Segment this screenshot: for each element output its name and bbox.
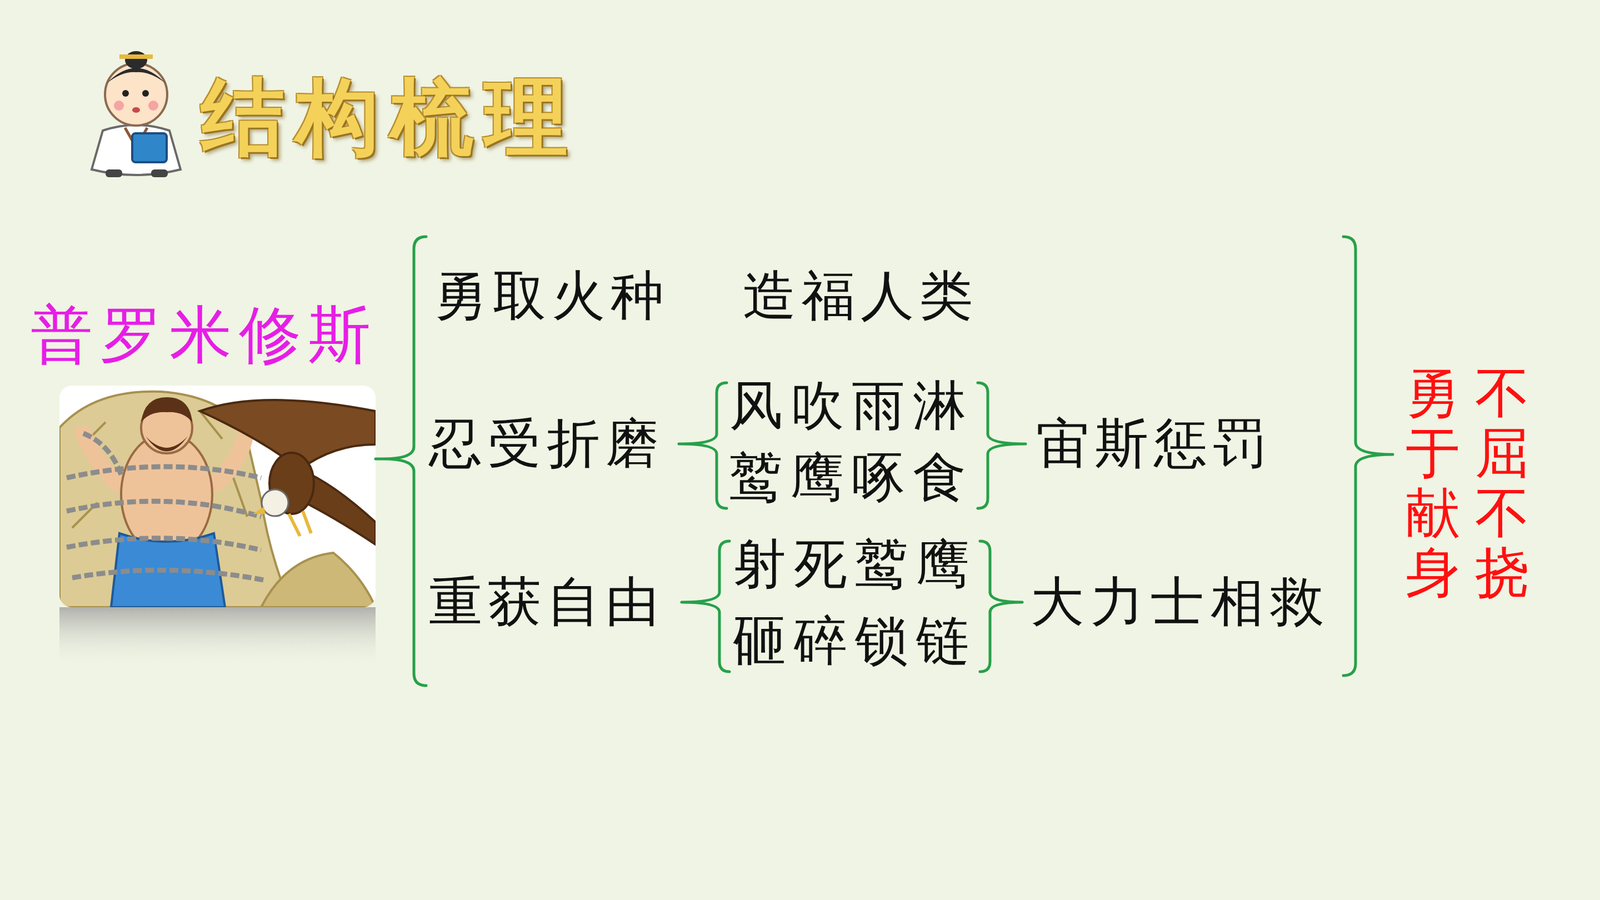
brace-left-small [678, 382, 727, 509]
detail-label: 砸碎锁链 [732, 608, 978, 673]
branch-label: 忍受折磨 [428, 411, 665, 476]
detail-label: 鹫鹰啄食 [729, 445, 974, 510]
detail-label: 射死鹫鹰 [732, 532, 978, 597]
prometheus-illustration [59, 385, 376, 669]
brace-left-main [375, 236, 427, 686]
quality-label: 不屈不挠 [1475, 363, 1530, 603]
reader-icon [91, 51, 181, 178]
brace-left-small [681, 541, 730, 672]
branch-label: 造福人类 [742, 263, 979, 328]
slide-title: 结构梳理 [201, 67, 579, 168]
quality-label: 勇于献身 [1405, 363, 1460, 603]
subject-name: 普罗米修斯 [30, 297, 378, 372]
cause-label: 大力士相救 [1030, 570, 1331, 634]
brace-right-small [977, 382, 1026, 509]
branch-label: 勇取火种 [433, 263, 670, 328]
cause-label: 宙斯惩罚 [1036, 411, 1272, 476]
brace-right-main [1343, 236, 1393, 676]
branch-label: 重获自由 [428, 570, 665, 634]
brace-right-small [980, 541, 1023, 672]
detail-label: 风吹雨淋 [729, 373, 974, 438]
